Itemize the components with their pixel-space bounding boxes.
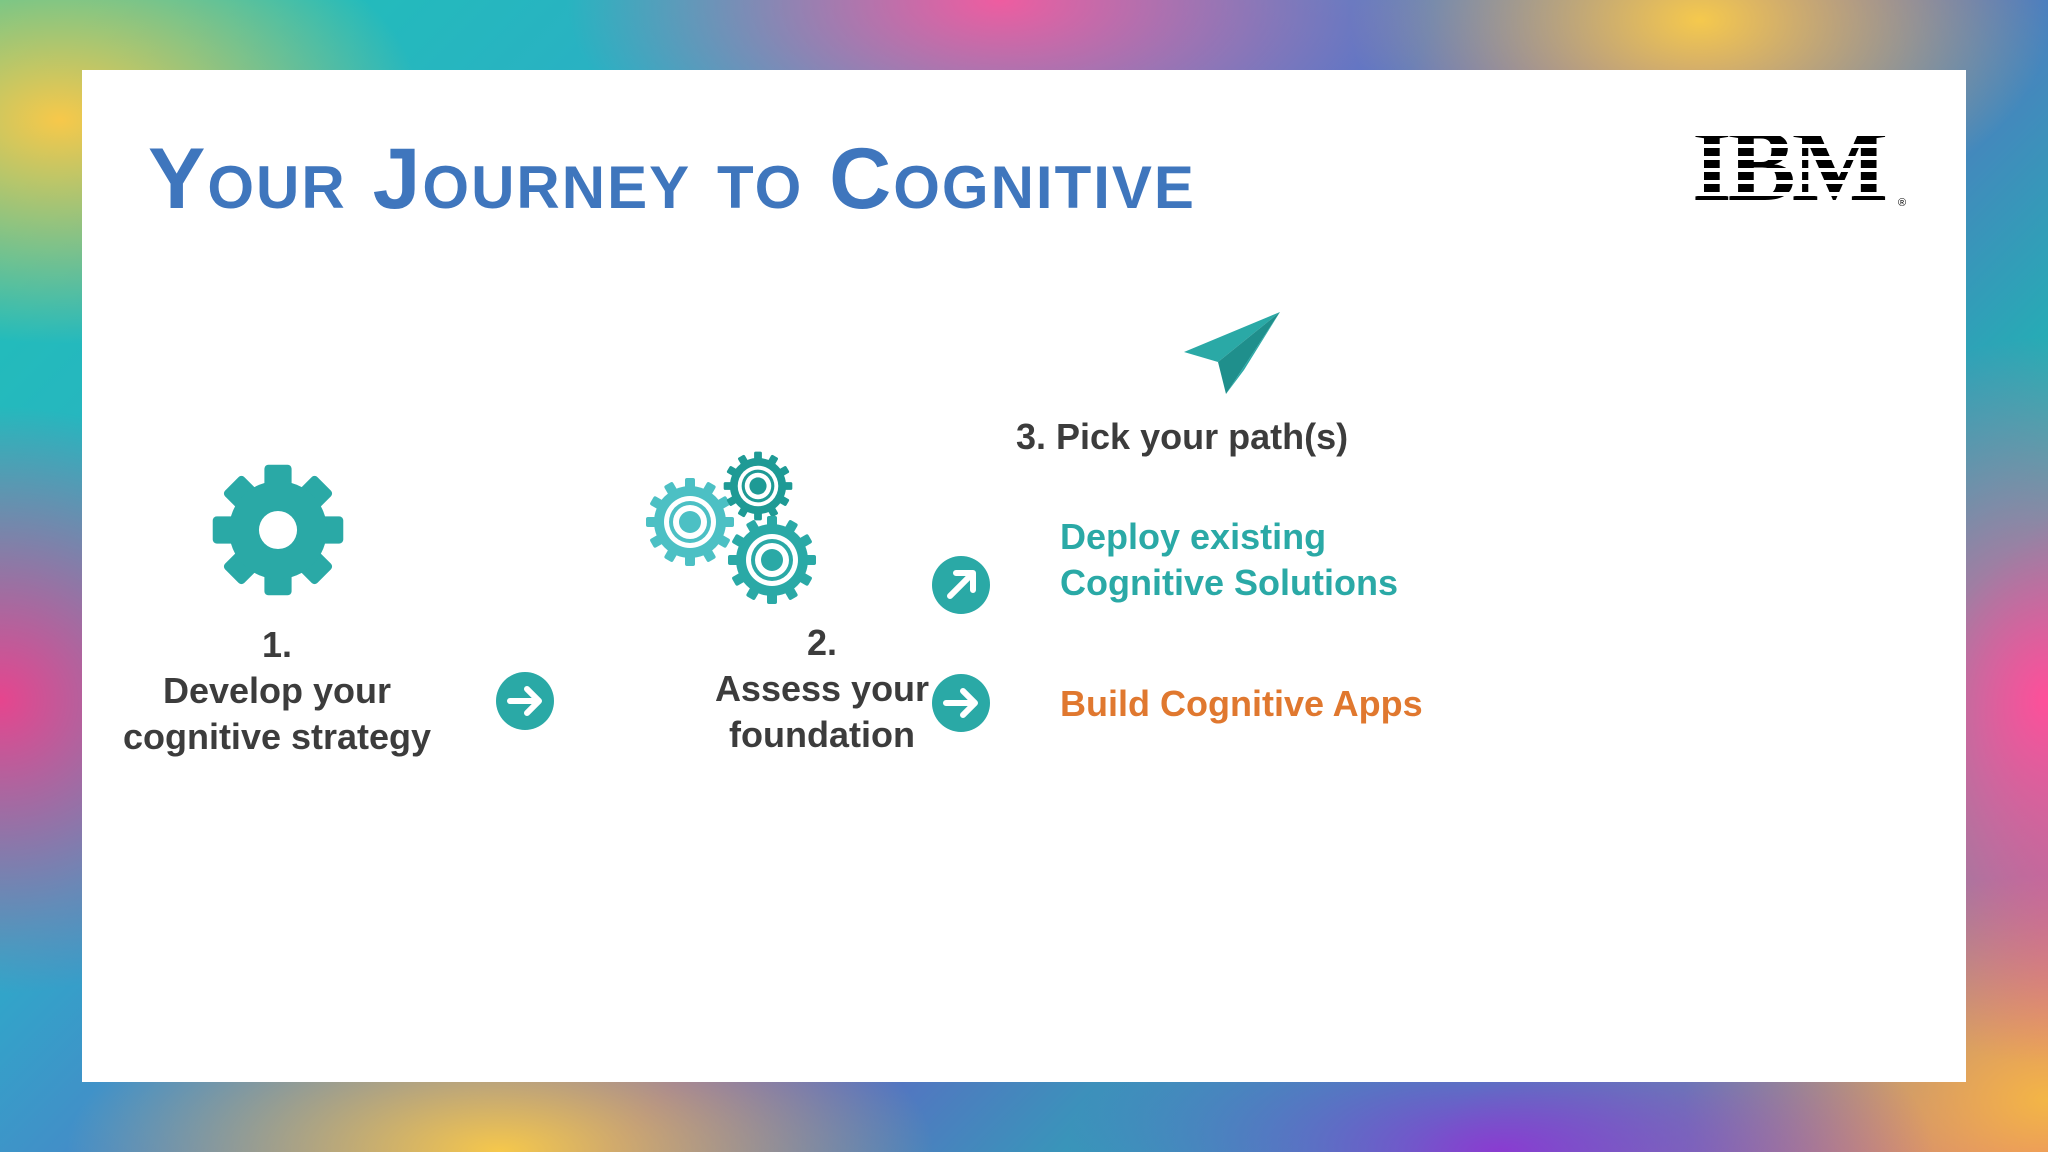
step-2-line1: Assess your [714,668,930,709]
gears-icon [646,451,816,604]
ibm-logo: IBM ® [1692,122,1908,206]
step-3-label: 3. Pick your path(s) [1016,416,1349,457]
step-2-number: 2. [806,622,838,663]
slide-title: Your Journey to Cognitive [148,131,1196,227]
arrow-up-right-icon [932,556,990,614]
svg-text:®: ® [1898,197,1906,206]
step-1-line1: Develop your [162,670,392,711]
path-build-label: Build Cognitive Apps [1060,683,1423,724]
step-1-number: 1. [261,624,293,665]
step-1-label: 1. Develop your cognitive strategy [82,622,472,760]
step-1-line2: cognitive strategy [122,716,432,757]
arrow-right-icon [496,672,554,730]
step-2-line2: foundation [729,714,915,755]
path-deploy-label: Deploy existing Cognitive Solutions [1060,514,1398,606]
step-2-label: 2. Assess your foundation [642,620,1002,758]
paper-plane-icon [1184,312,1280,394]
path-deploy-line2: Cognitive Solutions [1060,562,1398,603]
slide: Your Journey to Cognitive IBM ® 1. [82,70,1966,1082]
arrow-right-icon [932,674,990,732]
path-deploy-line1: Deploy existing [1060,516,1327,557]
gear-icon [212,464,344,596]
